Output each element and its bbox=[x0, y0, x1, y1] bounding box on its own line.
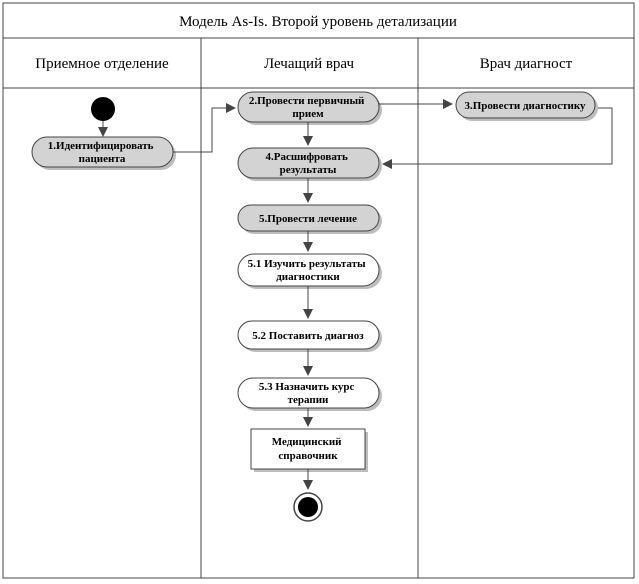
diagnostics-node bbox=[455, 91, 596, 119]
identify-patient-line-2: пациента bbox=[79, 153, 126, 165]
therapy-line-2: терапии bbox=[288, 394, 329, 406]
decode-results-label: 4.Расшифровать результаты bbox=[265, 151, 350, 176]
start-node bbox=[91, 97, 115, 121]
primary-reception-label: 2.Провести первичный прием bbox=[249, 95, 367, 120]
study-results-label: 5.1 Изучить результаты диагностики bbox=[248, 258, 369, 283]
identify-patient-line-1: 1.Идентифицировать bbox=[48, 140, 154, 152]
medical-reference-line-1: Медицинский bbox=[272, 436, 342, 448]
primary-reception-line-1: 2.Провести первичный bbox=[249, 95, 365, 107]
medical-reference-label: Медицинский справочник bbox=[272, 436, 345, 462]
medical-reference-node bbox=[250, 428, 366, 470]
therapy-label: 5.3 Назначить курс терапии bbox=[259, 381, 357, 406]
diagnostics-label: 3.Провести диагностику bbox=[464, 100, 586, 112]
diagram-frame bbox=[2, 2, 635, 579]
diagnose-label: 5.2 Поставить диагноз bbox=[252, 330, 364, 342]
identify-patient-label: 1.Идентифицировать пациента bbox=[48, 140, 156, 165]
diagram-title: Модель As-Is. Второй уровень детализации bbox=[179, 14, 457, 30]
treatment-label: 5.Провести лечение bbox=[259, 213, 357, 225]
therapy-line-1: 5.3 Назначить курс bbox=[259, 381, 355, 393]
lane-attending-doctor-label: Лечащий врач bbox=[264, 56, 355, 72]
flow-identify-to-primary bbox=[173, 103, 236, 153]
lane-diagnostician-label: Врач диагност bbox=[480, 56, 573, 72]
lane-reception-label: Приемное отделение bbox=[35, 56, 169, 72]
decode-results-line-1: 4.Расшифровать bbox=[265, 151, 347, 163]
primary-reception-line-2: прием bbox=[292, 108, 324, 120]
study-results-line-2: диагностики bbox=[276, 271, 340, 283]
study-results-line-1: 5.1 Изучить результаты bbox=[248, 258, 366, 270]
end-node bbox=[298, 497, 318, 517]
flow-diagnostics-to-decode bbox=[382, 107, 613, 169]
decode-results-line-2: результаты bbox=[280, 164, 337, 176]
medical-reference-line-2: справочник bbox=[278, 450, 338, 462]
